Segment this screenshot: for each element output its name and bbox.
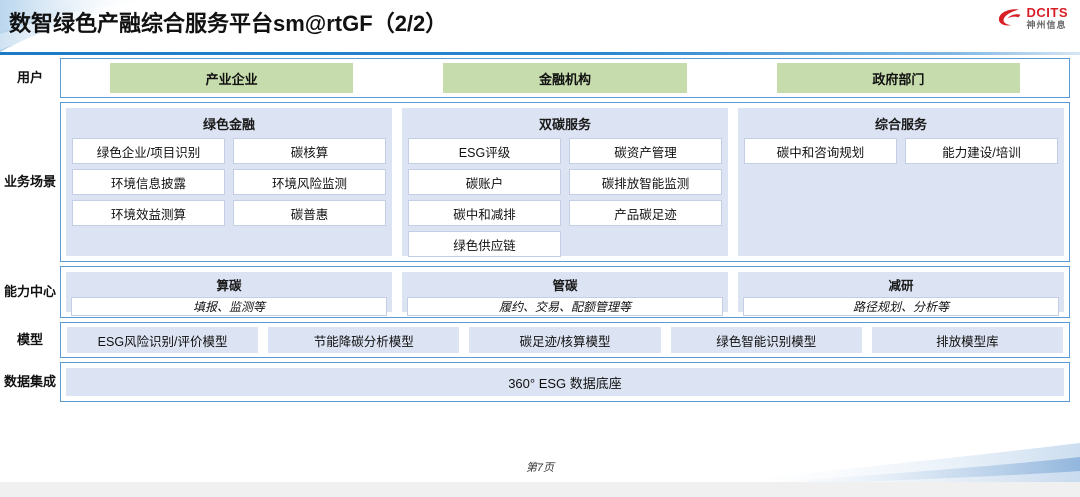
- chip-carbon-accounting[interactable]: 碳核算: [233, 138, 386, 164]
- architecture-grid: 用户 产业企业 金融机构 政府部门 业务场景 绿色金融 绿色: [0, 58, 1080, 406]
- row-capability-center: 能力中心 算碳 填报、监测等 管碳 履约、交易、配额管理等 减研 路径规划、分析…: [0, 266, 1080, 318]
- capability-group-calculate-carbon[interactable]: 算碳 填报、监测等: [66, 272, 392, 316]
- capability-title-reduce-research: 减研: [888, 279, 914, 293]
- chip-carbon-emission-smart-monitoring[interactable]: 碳排放智能监测: [569, 169, 722, 195]
- chip-environmental-risk-monitoring[interactable]: 环境风险监测: [233, 169, 386, 195]
- row-body-data-integration: 360° ESG 数据底座: [60, 362, 1070, 402]
- row-label-data-integration: 数据集成: [3, 373, 56, 389]
- capability-sub-manage-carbon: 履约、交易、配额管理等: [407, 297, 723, 316]
- chip-green-supply-chain[interactable]: 绿色供应链: [408, 231, 561, 257]
- title-divider-rule: [0, 52, 1080, 55]
- row-label-user: 用户: [16, 69, 43, 85]
- chip-environmental-benefit-calculation[interactable]: 环境效益测算: [72, 200, 225, 226]
- group-title-comprehensive-service: 综合服务: [874, 117, 927, 132]
- chip-carbon-asset-management[interactable]: 碳资产管理: [569, 138, 722, 164]
- group-dual-carbon-service: 双碳服务 ESG评级 碳资产管理 碳账户 碳排放智能监测 碳中和减排 产品碳足迹…: [402, 108, 728, 257]
- user-cell: 产业企业: [65, 63, 398, 93]
- row-body-user: 产业企业 金融机构 政府部门: [60, 58, 1070, 98]
- chip-esg-rating[interactable]: ESG评级: [408, 138, 561, 164]
- chip-carbon-neutral-reduction[interactable]: 碳中和减排: [408, 200, 561, 226]
- model-box-energy-saving[interactable]: 节能降碳分析模型: [268, 327, 460, 353]
- capability-title-manage-carbon: 管碳: [552, 279, 578, 293]
- model-box-green-smart-recognition[interactable]: 绿色智能识别模型: [670, 327, 862, 353]
- chip-capacity-building-training[interactable]: 能力建设/培训: [905, 138, 1058, 164]
- user-cell: 政府部门: [732, 63, 1065, 93]
- chip-product-carbon-footprint[interactable]: 产品碳足迹: [569, 200, 722, 226]
- row-user: 用户 产业企业 金融机构 政府部门: [0, 58, 1080, 98]
- chip-green-enterprise-identification[interactable]: 绿色企业/项目识别: [72, 138, 225, 164]
- chip-carbon-account[interactable]: 碳账户: [408, 169, 561, 195]
- row-body-business-scenario: 绿色金融 绿色企业/项目识别 碳核算 环境信息披露 环境风险监测 环境效益测算 …: [60, 102, 1070, 262]
- capability-sub-calculate-carbon: 填报、监测等: [71, 297, 387, 316]
- page-title: 数智绿色产融综合服务平台sm@rtGF（2/2）: [9, 11, 448, 36]
- footer-band: [0, 482, 1080, 497]
- group-title-dual-carbon-service: 双碳服务: [538, 117, 591, 132]
- chip-environmental-disclosure[interactable]: 环境信息披露: [72, 169, 225, 195]
- row-body-capability-center: 算碳 填报、监测等 管碳 履约、交易、配额管理等 减研 路径规划、分析等: [60, 266, 1070, 318]
- capability-title-calculate-carbon: 算碳: [216, 279, 242, 293]
- user-box-financial[interactable]: 金融机构: [443, 63, 687, 93]
- row-business-scenario: 业务场景 绿色金融 绿色企业/项目识别 碳核算 环境信息披露 环境风险监测 环境…: [0, 102, 1080, 262]
- dcits-swirl-icon: [998, 9, 1020, 26]
- row-data-integration: 数据集成 360° ESG 数据底座: [0, 362, 1080, 402]
- user-box-government[interactable]: 政府部门: [776, 63, 1020, 93]
- row-label-capability-center: 能力中心: [3, 283, 56, 299]
- group-chip-grid: 绿色企业/项目识别 碳核算 环境信息披露 环境风险监测 环境效益测算 碳普惠: [72, 138, 386, 226]
- group-chip-grid: 碳中和咨询规划 能力建设/培训: [744, 138, 1058, 164]
- chip-carbon-neutral-consulting[interactable]: 碳中和咨询规划: [744, 138, 897, 164]
- logo-text-en: DCITS: [1026, 5, 1068, 20]
- group-chip-grid: ESG评级 碳资产管理 碳账户 碳排放智能监测 碳中和减排 产品碳足迹 绿色供应…: [408, 138, 722, 257]
- user-cell: 金融机构: [398, 63, 731, 93]
- capability-sub-reduce-research: 路径规划、分析等: [743, 297, 1059, 316]
- logo-text-cn: 神州信息: [1026, 20, 1067, 30]
- chip-carbon-inclusive[interactable]: 碳普惠: [233, 200, 386, 226]
- capability-group-reduce-research[interactable]: 减研 路径规划、分析等: [738, 272, 1064, 316]
- user-box-industry[interactable]: 产业企业: [110, 63, 354, 93]
- group-comprehensive-service: 综合服务 碳中和咨询规划 能力建设/培训: [738, 108, 1064, 256]
- page-number: 第7页: [525, 462, 555, 474]
- group-title-green-finance: 绿色金融: [202, 117, 255, 132]
- model-box-esg-risk[interactable]: ESG风险识别/评价模型: [67, 327, 259, 353]
- row-model: 模型 ESG风险识别/评价模型 节能降碳分析模型 碳足迹/核算模型 绿色智能识别…: [0, 322, 1080, 358]
- brand-logo: DCITS 神州信息: [997, 6, 1069, 30]
- group-green-finance: 绿色金融 绿色企业/项目识别 碳核算 环境信息披露 环境风险监测 环境效益测算 …: [66, 108, 392, 256]
- row-label-business-scenario: 业务场景: [3, 173, 56, 189]
- row-label-model: 模型: [16, 331, 43, 347]
- model-box-emission-library[interactable]: 排放模型库: [871, 327, 1064, 353]
- capability-group-manage-carbon[interactable]: 管碳 履约、交易、配额管理等: [402, 272, 728, 316]
- row-body-model: ESG风险识别/评价模型 节能降碳分析模型 碳足迹/核算模型 绿色智能识别模型 …: [60, 322, 1070, 358]
- data-box-esg-foundation[interactable]: 360° ESG 数据底座: [66, 368, 1064, 396]
- model-box-carbon-footprint[interactable]: 碳足迹/核算模型: [469, 327, 661, 353]
